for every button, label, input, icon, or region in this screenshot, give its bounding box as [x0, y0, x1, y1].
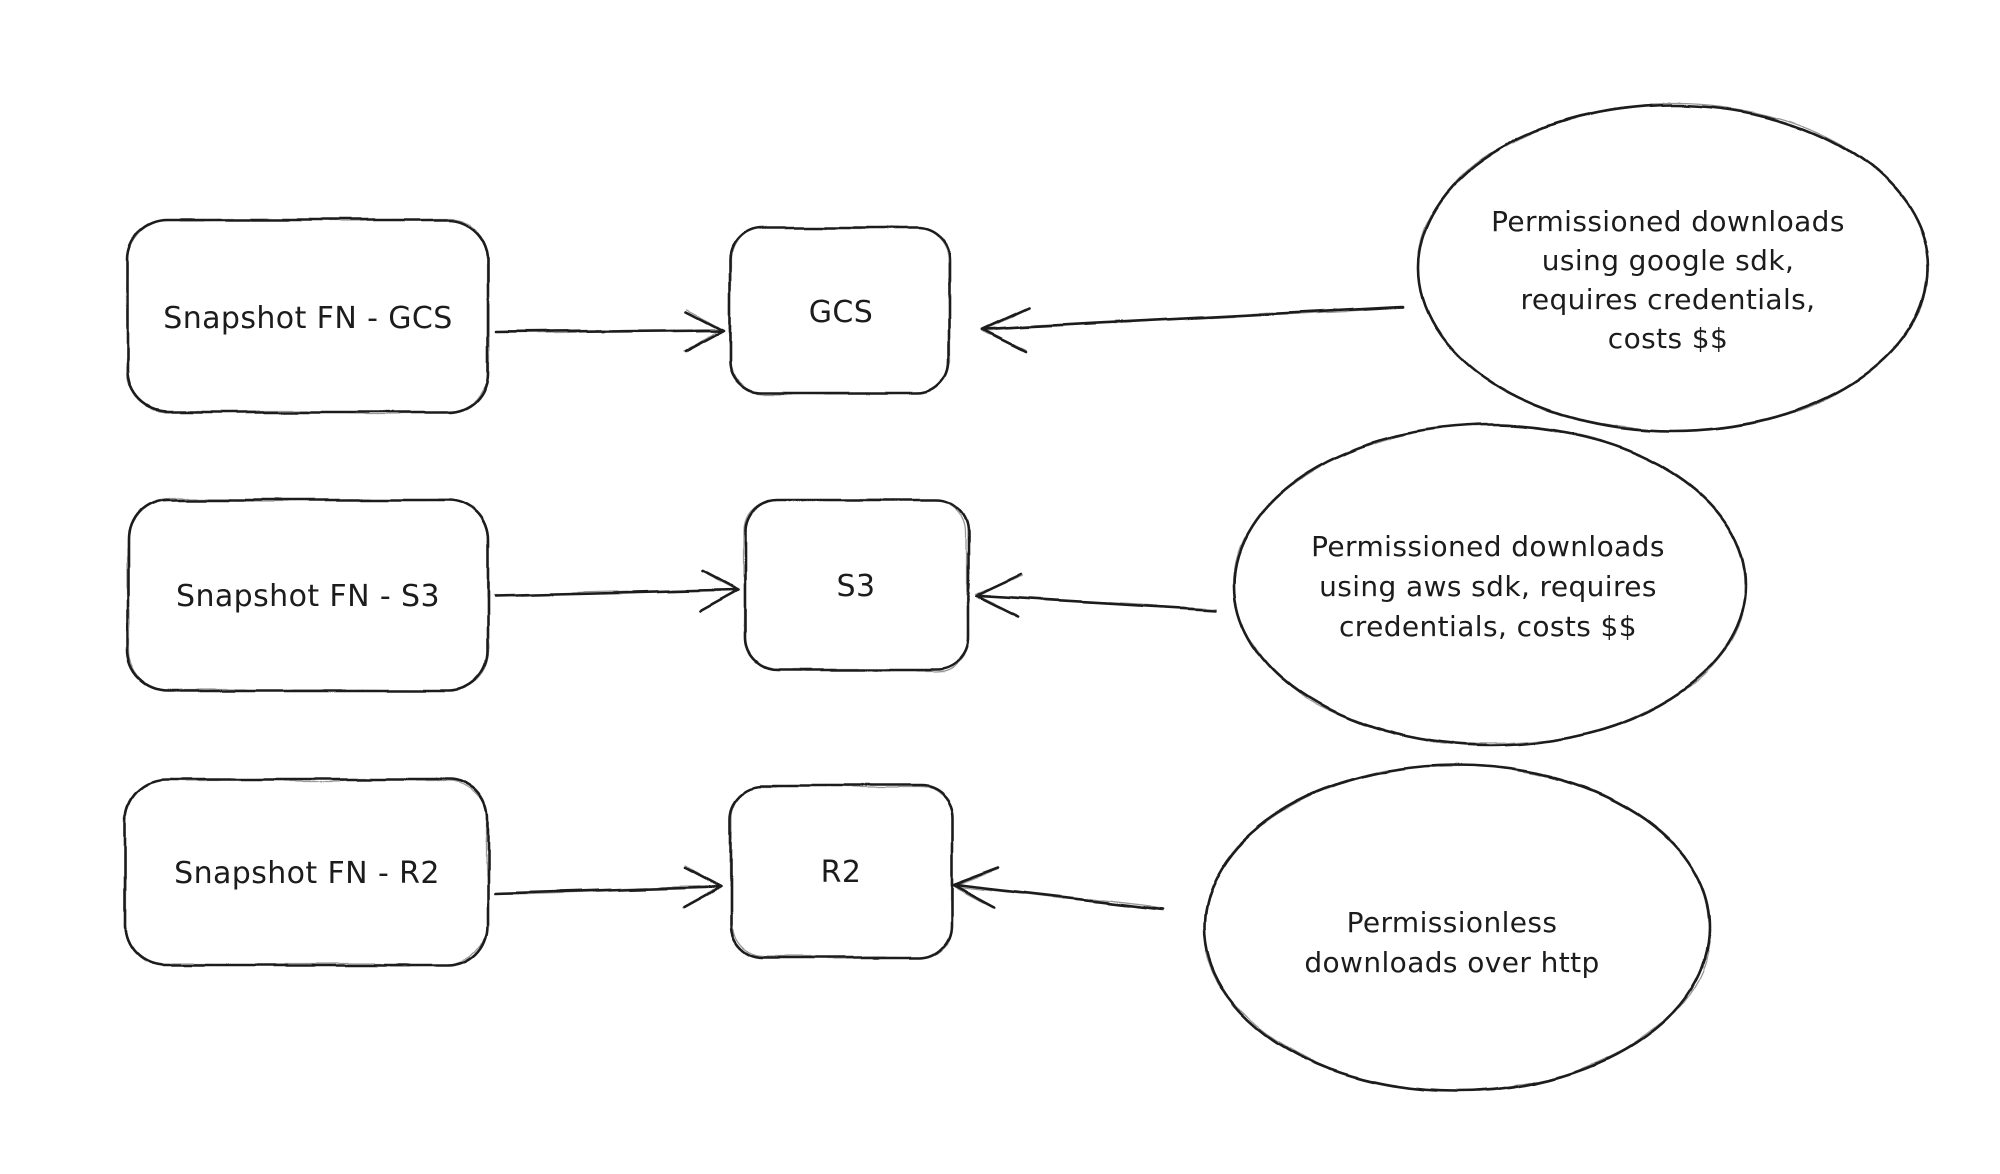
note-line: credentials, costs $$	[1339, 610, 1637, 643]
target-node-r2-label: R2	[821, 855, 862, 890]
note-line: requires credentials,	[1521, 283, 1816, 316]
source-node-r2-label: Snapshot FN - R2	[174, 856, 440, 891]
arrow-note-to-gcs	[980, 305, 1405, 353]
note-bubble-r2-text: Permissionless downloads over http	[1304, 906, 1599, 979]
note-line: Permissioned downloads	[1491, 205, 1845, 238]
arrow-note-to-s3	[974, 573, 1218, 619]
note-line: costs $$	[1608, 322, 1728, 355]
note-line: Permissioned downloads	[1311, 530, 1665, 563]
target-node-s3-label: S3	[837, 569, 876, 604]
note-line: downloads over http	[1304, 946, 1599, 979]
note-line: Permissionless	[1347, 906, 1558, 939]
diagram-labels: Snapshot FN - GCS GCS Permissioned downl…	[163, 205, 1845, 979]
source-node-gcs-label: Snapshot FN - GCS	[163, 301, 452, 336]
note-line: using aws sdk, requires	[1319, 570, 1657, 603]
target-node-gcs-label: GCS	[809, 295, 873, 330]
source-node-s3-label: Snapshot FN - S3	[176, 579, 440, 614]
note-bubble-s3-text: Permissioned downloads using aws sdk, re…	[1311, 530, 1665, 643]
note-bubble-gcs-text: Permissioned downloads using google sdk,…	[1491, 205, 1845, 355]
note-line: using google sdk,	[1542, 244, 1795, 277]
